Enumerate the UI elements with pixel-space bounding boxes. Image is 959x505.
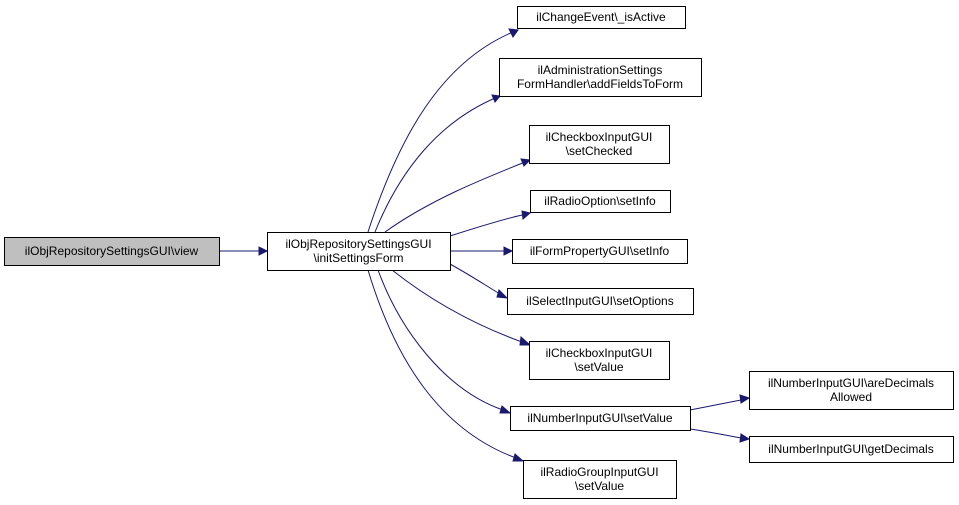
node-box [499, 58, 702, 97]
node-label-line: ilFormPropertyGUI\setInfo [530, 244, 670, 258]
node-box [529, 125, 670, 164]
node-label-line: \setValue [575, 479, 624, 493]
edge-init-to-add_fields [374, 95, 501, 233]
node-set-options[interactable]: ilSelectInputGUI\setOptions [507, 288, 694, 315]
arrowhead-init-to-number_set_value [499, 405, 512, 414]
node-label-line: ilChangeEvent\_isActive [536, 10, 666, 24]
node-init[interactable]: ilObjRepositorySettingsGUI\initSettingsF… [267, 232, 451, 271]
node-box [749, 436, 954, 463]
arrowhead-init-to-radio_set_info [521, 210, 532, 220]
edge-number_set_value-to-get_decimals [689, 428, 742, 439]
node-box [529, 341, 670, 380]
node-label-line: ilCheckboxInputGUI [546, 130, 653, 144]
node-label-line: ilNumberInputGUI\getDecimals [768, 442, 933, 456]
edges-layer [220, 28, 751, 462]
node-label-line: ilCheckboxInputGUI [546, 346, 653, 360]
edge-init-to-radio_set_info [449, 214, 523, 237]
node-box [267, 232, 451, 271]
node-view[interactable]: ilObjRepositorySettingsGUI\view [4, 237, 220, 266]
node-box [530, 190, 671, 213]
node-label-line: ilObjRepositorySettingsGUI\view [25, 244, 199, 258]
node-box [517, 6, 686, 29]
arrowhead-init-to-set_checked [520, 158, 532, 167]
edge-init-to-checkbox_set_value [391, 269, 523, 343]
node-label-line: Allowed [830, 390, 872, 404]
node-box [749, 371, 954, 410]
node-label-line: ilSelectInputGUI\setOptions [526, 294, 673, 308]
arrowhead-init-to-set_options [496, 289, 509, 299]
node-radio-group-set-value[interactable]: ilRadioGroupInputGUI\setValue [523, 460, 677, 499]
edge-init-to-number_set_value [377, 269, 504, 411]
arrowhead-init-to-form_set_info [503, 246, 514, 256]
node-is-active[interactable]: ilChangeEvent\_isActive [517, 6, 686, 29]
edge-init-to-set_options [449, 263, 501, 295]
edge-init-to-is_active [367, 29, 519, 233]
arrowhead-init-to-add_fields [491, 94, 501, 103]
node-set-checked[interactable]: ilCheckboxInputGUI\setChecked [529, 125, 670, 164]
node-box [512, 239, 688, 264]
node-form-set-info[interactable]: ilFormPropertyGUI\setInfo [512, 239, 688, 264]
nodes-layer: ilObjRepositorySettingsGUI\view ilObjRepo… [4, 6, 954, 499]
node-box [510, 406, 691, 431]
arrowhead-init-to-is_active [508, 28, 519, 38]
node-box [523, 460, 677, 499]
node-label-line: ilNumberInputGUI\setValue [527, 411, 673, 425]
edge-init-to-radio_group_set_value [367, 269, 517, 459]
node-label-line: ilRadioGroupInputGUI [540, 465, 658, 479]
node-label-line: ilObjRepositorySettingsGUI [285, 237, 431, 251]
node-get-decimals[interactable]: ilNumberInputGUI\getDecimals [749, 436, 954, 463]
node-label-line: ilRadioOption\setInfo [544, 194, 656, 208]
edge-init-to-set_checked [384, 159, 531, 233]
node-number-set-value[interactable]: ilNumberInputGUI\setValue [510, 406, 691, 431]
node-checkbox-set-value[interactable]: ilCheckboxInputGUI\setValue [529, 341, 670, 380]
node-label-line: ilAdministrationSettings [538, 63, 663, 77]
node-add-fields[interactable]: ilAdministrationSettingsFormHandler\addF… [499, 58, 702, 97]
arrowhead-init-to-radio_group_set_value [512, 453, 525, 462]
arrowhead-view-to-init [258, 246, 269, 256]
node-label-line: FormHandler\addFieldsToForm [517, 77, 683, 91]
arrowhead-init-to-checkbox_set_value [519, 335, 532, 346]
node-label-line: \setChecked [566, 144, 633, 158]
edge-number_set_value-to-are_decimals [689, 399, 742, 411]
arrowhead-number_set_value-to-are_decimals [739, 394, 751, 404]
node-label-line: \setValue [574, 360, 623, 374]
node-label-line: \initSettingsForm [313, 251, 403, 265]
node-box [4, 237, 220, 266]
node-radio-set-info[interactable]: ilRadioOption\setInfo [530, 190, 671, 213]
node-box [507, 288, 694, 315]
node-label-line: ilNumberInputGUI\areDecimals [768, 376, 934, 390]
arrowhead-number_set_value-to-get_decimals [739, 433, 751, 443]
